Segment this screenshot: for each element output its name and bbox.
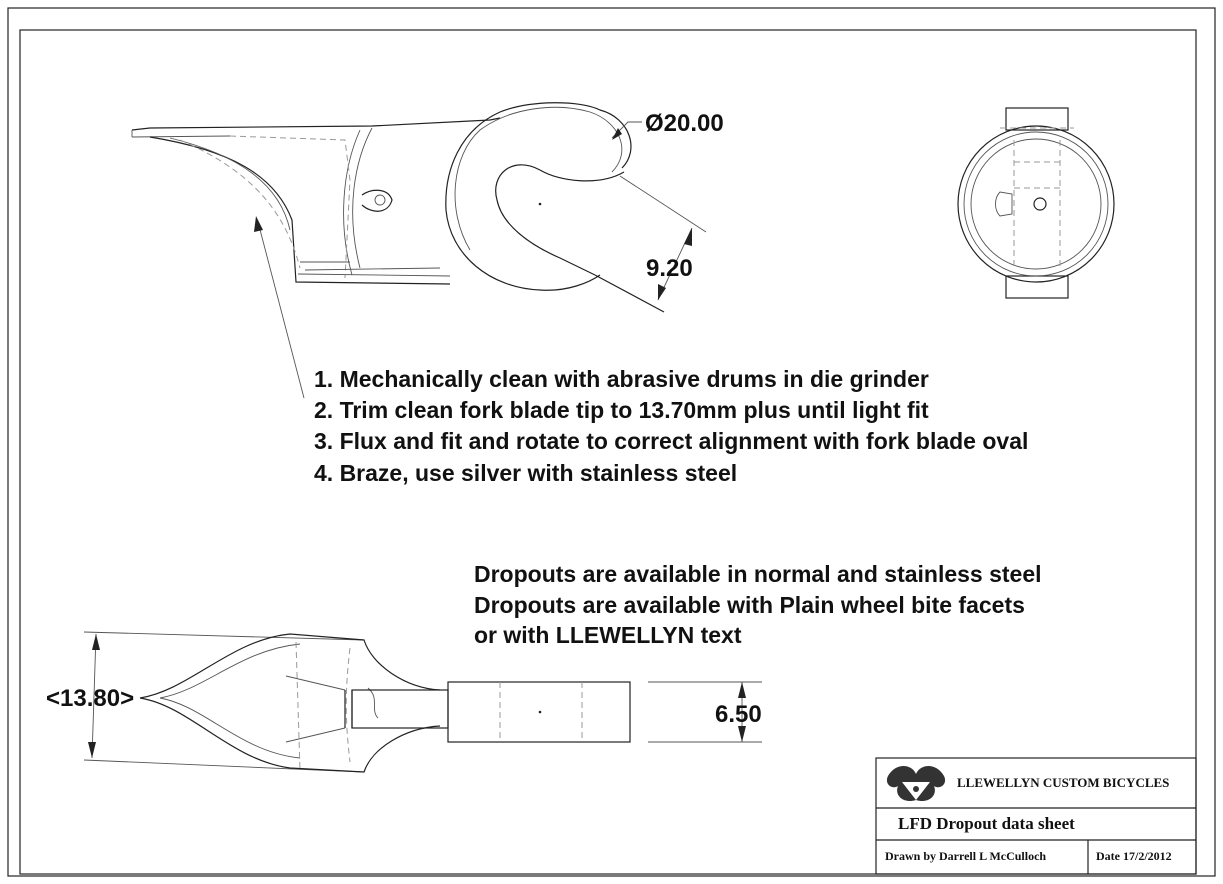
instruction-4: 4. Braze, use silver with stainless stee… <box>314 460 737 486</box>
title-block: LLEWELLYN CUSTOM BICYCLES LFD Dropout da… <box>875 757 1197 875</box>
drawing-date: Date 17/2/2012 <box>1096 849 1172 863</box>
company-logo-icon <box>886 766 946 802</box>
tab-thickness-dimension: 6.50 <box>648 681 762 743</box>
instruction-list: 1. Mechanically clean with abrasive drum… <box>314 366 1028 486</box>
top-view: <13.80> <box>46 631 631 773</box>
outer-border <box>7 7 1216 877</box>
availability-note-1: Dropouts are available in normal and sta… <box>474 561 1042 587</box>
instruction-2: 2. Trim clean fork blade tip to 13.70mm … <box>314 397 929 423</box>
sheet-title: LFD Dropout data sheet <box>898 814 1075 833</box>
drawn-by: Drawn by Darrell L McCulloch <box>885 849 1046 863</box>
slot-width-dimension: 9.20 <box>646 227 693 301</box>
availability-note-3: or with LLEWELLYN text <box>474 622 742 648</box>
inner-border <box>19 29 1197 875</box>
tab-thickness-label: 6.50 <box>715 701 762 728</box>
end-view <box>957 107 1115 299</box>
diameter-label: Ø20.00 <box>645 110 724 137</box>
slot-width-label: 9.20 <box>646 255 693 282</box>
diameter-dimension: Ø20.00 <box>611 110 724 140</box>
instruction-1: 1. Mechanically clean with abrasive drum… <box>314 366 929 392</box>
availability-note-2: Dropouts are available with Plain wheel … <box>474 592 1025 618</box>
instruction-leader <box>254 216 305 399</box>
availability-notes: Dropouts are available in normal and sta… <box>474 561 1042 648</box>
instruction-3: 3. Flux and fit and rotate to correct al… <box>314 428 1028 454</box>
company-name: LLEWELLYN CUSTOM BICYCLES <box>957 775 1169 790</box>
tip-width-label: <13.80> <box>46 685 134 712</box>
